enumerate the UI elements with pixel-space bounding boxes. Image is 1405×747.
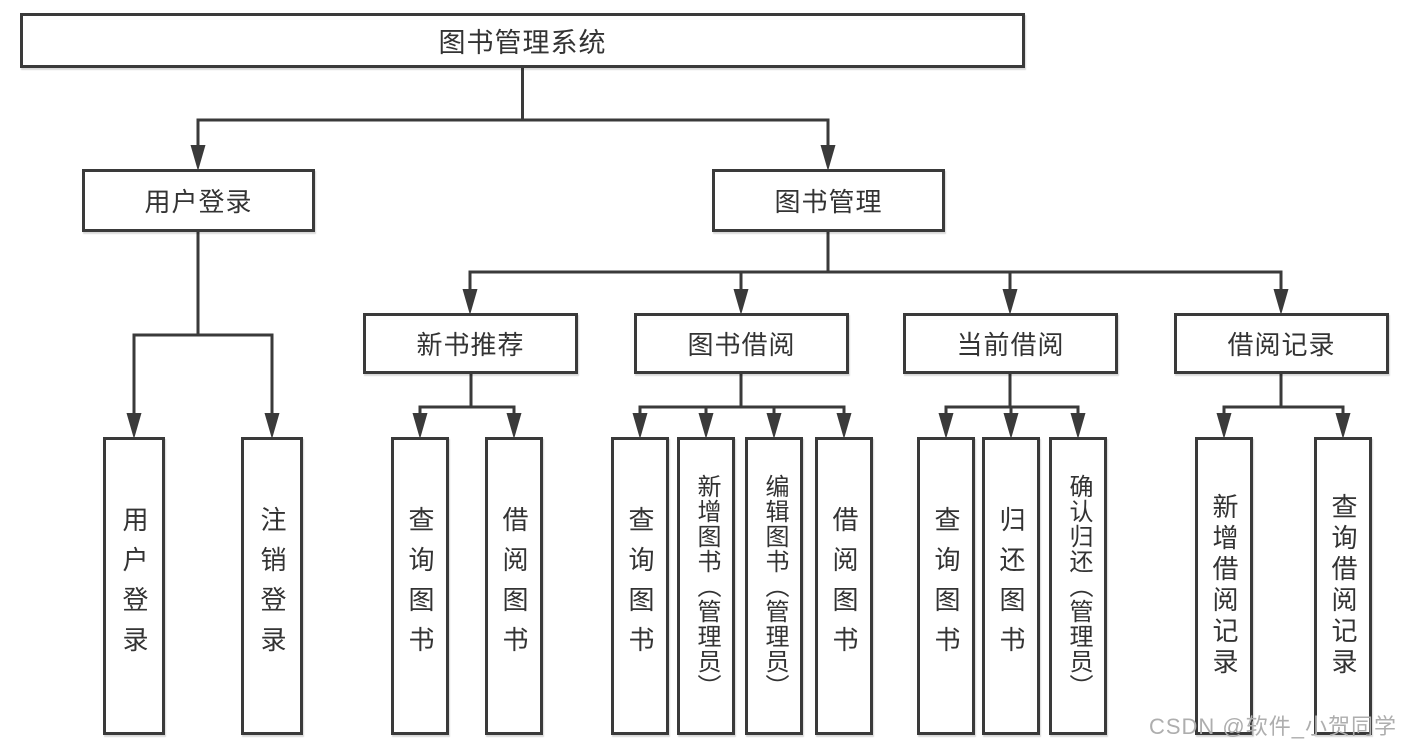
leaf-query-books-recommend: 查询图书 <box>391 437 449 735</box>
node-library-management-system: 图书管理系统 <box>20 13 1025 68</box>
leaf-edit-books-admin: 编辑图书（管理员） <box>745 437 803 735</box>
node-book-borrowing: 图书借阅 <box>634 313 849 374</box>
leaf-add-books-admin: 新增图书（管理员） <box>677 437 735 735</box>
arrowheads <box>126 145 1351 439</box>
leaf-return-books: 归还图书 <box>982 437 1040 735</box>
leaf-confirm-return-admin: 确认归还（管理员） <box>1049 437 1107 735</box>
node-book-management: 图书管理 <box>712 169 945 232</box>
leaf-query-books-borrowing: 查询图书 <box>611 437 669 735</box>
edges-root-branch <box>196 66 830 152</box>
leaf-query-borrowing-record: 查询借阅记录 <box>1314 437 1372 735</box>
node-new-book-recommendation: 新书推荐 <box>363 313 578 374</box>
leaf-add-borrowing-record: 新增借阅记录 <box>1195 437 1253 735</box>
edges-leaf-branches <box>418 372 1345 420</box>
node-user-login: 用户登录 <box>82 169 315 232</box>
leaf-query-books-current: 查询图书 <box>917 437 975 735</box>
node-borrowing-records: 借阅记录 <box>1174 313 1389 374</box>
leaf-logout: 注销登录 <box>241 437 303 735</box>
leaf-borrow-books: 借阅图书 <box>815 437 873 735</box>
leaf-user-login: 用户登录 <box>103 437 165 735</box>
node-current-borrowing: 当前借阅 <box>903 313 1118 374</box>
edges-user-login-branch <box>132 230 274 420</box>
leaf-borrow-books-recommend: 借阅图书 <box>485 437 543 735</box>
csdn-watermark: CSDN @软件_小贺同学 <box>1148 714 1397 739</box>
edges-book-management-branch <box>468 230 1283 296</box>
